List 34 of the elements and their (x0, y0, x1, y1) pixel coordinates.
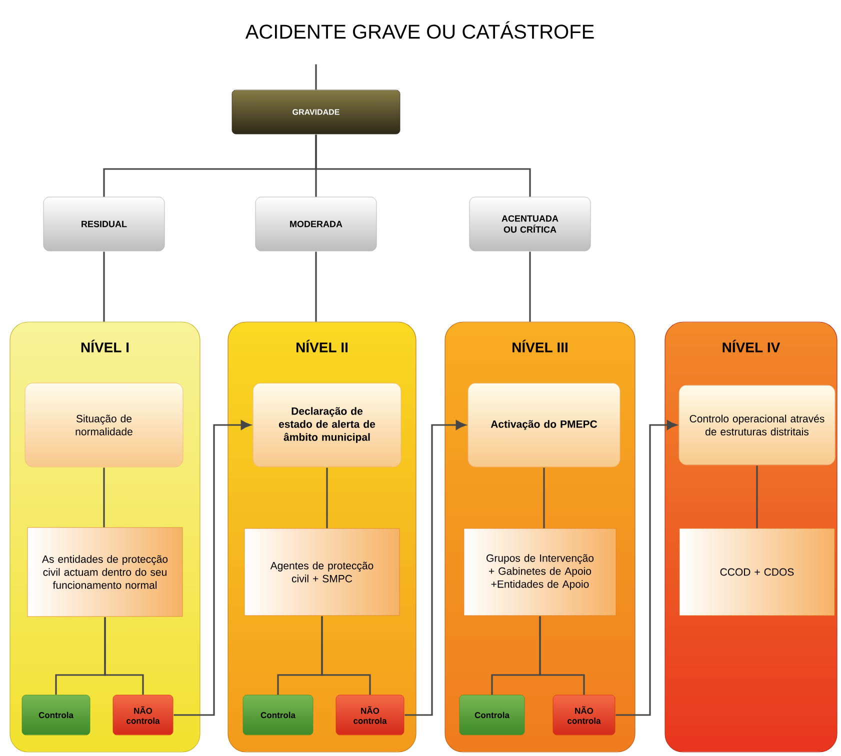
connector (529, 252, 531, 322)
entities-box: As entidades de protecção civil actuam dentro do seu funcionamento normal (27, 527, 183, 617)
control-box: Controla (459, 694, 525, 736)
situation-box: Controlo operacional através de estruturas distritais (678, 384, 836, 466)
connector (315, 252, 317, 322)
entities-box: Agentes de protecção civil + SMPC (244, 528, 400, 616)
severity-box: ACENTUADA OU CRÍTICA (469, 196, 591, 252)
situation-box: Declaração de estado de alerta de âmbito municipal (252, 382, 402, 468)
connector (103, 468, 105, 528)
no-control-box: NÃO controla (112, 694, 174, 736)
entities-box: CCOD + CDOS (679, 528, 835, 616)
entities-box: Grupos de Intervenção + Gabinetes de Apoio +Entidades de Apoio (464, 528, 616, 616)
connector (326, 468, 328, 528)
situation-box: Situação de normalidade (24, 382, 184, 468)
connector (543, 468, 545, 528)
connector (315, 64, 317, 90)
severity-box: GRAVIDADE (232, 90, 400, 134)
no-control-box: NÃO controla (552, 694, 616, 736)
control-box: Controla (242, 694, 314, 736)
severity-box: MODERADA (255, 196, 377, 252)
connector (174, 420, 251, 716)
connector (315, 134, 531, 197)
control-box: Controla (22, 694, 90, 736)
connector (321, 616, 371, 695)
situation-box: Activação do PMEPC (468, 382, 620, 468)
no-control-box: NÃO controla (336, 694, 404, 736)
connector (539, 616, 585, 695)
connector (616, 420, 677, 716)
connector (404, 420, 466, 716)
title: ACIDENTE GRAVE OU CATÁSTROFE (245, 21, 594, 39)
connector (104, 617, 144, 695)
severity-box: RESIDUAL (43, 196, 165, 252)
connector (103, 252, 105, 322)
connector (756, 466, 758, 528)
